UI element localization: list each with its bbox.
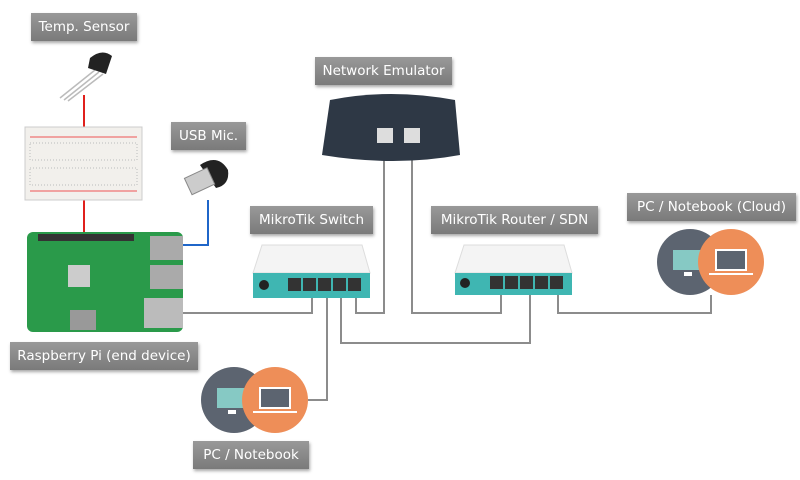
usb-wire — [183, 200, 209, 246]
mikrotik-router-image — [454, 244, 573, 295]
mikrotik-switch-image — [252, 244, 371, 298]
usb-mic-image — [183, 160, 229, 196]
breadboard-image — [24, 126, 143, 201]
label-mikrotik-switch: MikroTik Switch — [250, 206, 373, 234]
label-usb-mic: USB Mic. — [171, 122, 246, 150]
label-pc-notebook: PC / Notebook — [193, 441, 309, 469]
cable-router-cloud — [557, 288, 712, 314]
ethernet-cables — [183, 146, 712, 401]
temp-sensor-image — [59, 52, 112, 102]
cable-switch-router — [340, 288, 531, 344]
label-mikrotik-router: MikroTik Router / SDN — [431, 206, 598, 234]
cable-emulator-router — [411, 146, 502, 314]
cable-switch-pc — [308, 288, 328, 401]
pc-notebook-icon — [201, 367, 308, 433]
pc-cloud-icon — [657, 229, 764, 295]
network-emulator-image — [322, 94, 460, 161]
label-raspberry-pi: Raspberry Pi (end device) — [10, 342, 198, 370]
raspberry-pi-image — [27, 232, 183, 332]
label-temp-sensor: Temp. Sensor — [31, 13, 137, 41]
label-network-emulator: Network Emulator — [315, 57, 452, 85]
label-pc-cloud: PC / Notebook (Cloud) — [627, 193, 796, 221]
cable-switch-emulator — [355, 146, 385, 314]
